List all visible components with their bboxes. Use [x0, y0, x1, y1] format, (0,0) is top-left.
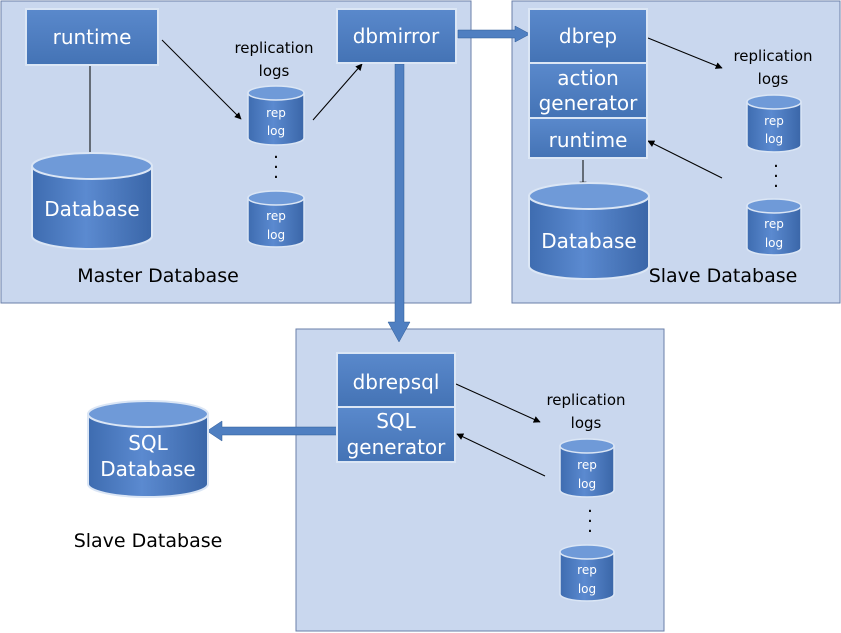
arrow-dbmirror-to-dbrepsql [387, 63, 411, 343]
rep-log-label-1: rep [764, 114, 784, 128]
action-generator-box [528, 62, 648, 119]
dbrep-box [528, 8, 648, 64]
replication-logs-heading-1: replication [733, 47, 812, 65]
dbrep-label: dbrep [559, 24, 617, 48]
dbrepsql-label: dbrepsql [353, 370, 440, 394]
rep-log-label-2: log [765, 132, 783, 146]
action-generator-label-2: generator [539, 91, 639, 115]
replication-logs-sql: replication logs rep log · · · rep log [546, 391, 626, 602]
arrow-dbrep-to-replogs [647, 37, 723, 69]
master-database-cylinder: Database [31, 152, 153, 250]
replication-logs-slave: replication logs rep log · · · rep log [733, 47, 813, 256]
ellipsis-dot: · [273, 167, 279, 188]
arrow-runtime-to-replogs [161, 39, 242, 120]
rep-log-label-1: rep [577, 458, 597, 472]
sql-slave-database-caption: Slave Database [74, 530, 223, 552]
replication-logs-heading-2: logs [758, 70, 789, 88]
replication-logs-heading-2: logs [259, 62, 290, 80]
rep-log-label-1: rep [764, 217, 784, 231]
slave-database-label: Database [541, 229, 636, 253]
rep-log-label-1: rep [266, 209, 286, 223]
replication-logs-heading-1: replication [234, 39, 313, 57]
master-database-label: Database [44, 197, 139, 221]
ellipsis-dot: · [273, 157, 279, 178]
arrow-dbmirror-to-dbrep [457, 25, 531, 43]
master-database-caption: Master Database [77, 265, 239, 287]
thick-arrows [206, 25, 531, 442]
ellipsis-dot: · [587, 511, 593, 532]
rep-log-label-2: log [578, 477, 596, 491]
dbmirror-label: dbmirror [353, 24, 440, 48]
sql-generator-label-2: generator [347, 435, 447, 459]
sql-database-label-1: SQL [128, 431, 168, 455]
action-generator-label-1: action [557, 66, 619, 90]
dbrepsql-stack: dbrepsql SQL generator [336, 352, 456, 463]
arrow-replogs-to-sqlgenerator [456, 433, 546, 477]
rep-log-cylinder: rep log [559, 438, 615, 498]
runtime-master-box: runtime [25, 8, 159, 66]
dbrep-stack: dbrep action generator runtime [528, 8, 648, 159]
rep-log-label-1: rep [577, 563, 597, 577]
thin-arrows [86, 37, 723, 477]
sql-generator-label-1: SQL [376, 409, 416, 433]
replication-logs-heading-2: logs [571, 414, 602, 432]
arrow-replogs-to-runtime [647, 140, 723, 179]
rep-log-label-2: log [765, 236, 783, 250]
ellipsis-dot: · [587, 521, 593, 542]
runtime-slave-label: runtime [549, 128, 628, 152]
rep-log-cylinder: rep log [746, 94, 802, 153]
rep-log-cylinder: rep log [559, 544, 615, 602]
arrow-replogs-to-dbmirror [312, 63, 363, 121]
arrow-dbrepsql-to-replogs [455, 383, 541, 423]
slave-database-caption: Slave Database [649, 265, 798, 287]
sql-generator-box [336, 406, 456, 463]
rep-log-label-2: log [267, 124, 285, 138]
sql-database-cylinder: SQL Database [87, 400, 209, 498]
sql-database-label-2: Database [100, 457, 195, 481]
rep-log-label-2: log [578, 582, 596, 596]
arrow-sqlgenerator-to-sqldatabase [206, 420, 338, 442]
slave-database-cylinder: Database [528, 182, 650, 280]
replication-logs-master: replication logs rep log · · · rep log [234, 39, 314, 248]
runtime-slave-box [528, 117, 648, 159]
runtime-master-label: runtime [53, 25, 132, 49]
ellipsis-dot: · [273, 147, 279, 168]
rep-log-cylinder: rep log [746, 198, 802, 256]
rep-log-cylinder: rep log [247, 85, 305, 146]
dbmirror-box: dbmirror [336, 8, 457, 64]
ellipsis-dot: · [773, 156, 779, 177]
ellipsis-dot: · [773, 166, 779, 187]
rep-log-label-1: rep [266, 106, 286, 120]
rep-log-cylinder: rep log [247, 190, 305, 248]
ellipsis-dot: · [587, 501, 593, 522]
replication-logs-heading-1: replication [546, 391, 625, 409]
ellipsis-dot: · [773, 176, 779, 197]
rep-log-label-2: log [267, 228, 285, 242]
